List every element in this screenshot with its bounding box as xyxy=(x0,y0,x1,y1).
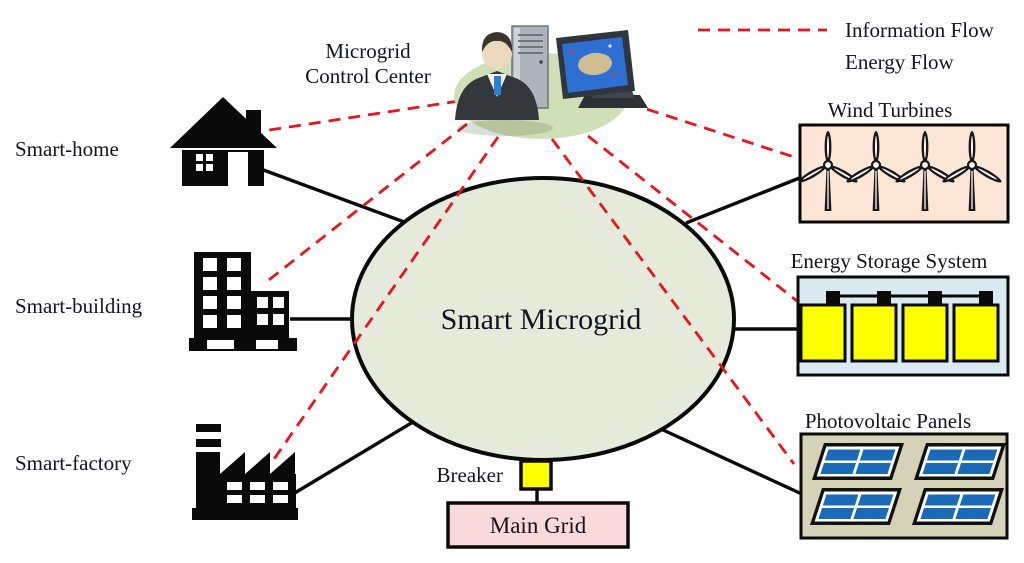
photovoltaic-label: Photovoltaic Panels xyxy=(805,409,971,433)
solar-panel-icon xyxy=(913,443,1006,480)
battery-terminal xyxy=(877,291,891,306)
smart-building-label: Smart-building xyxy=(15,294,143,318)
battery-terminal xyxy=(826,291,840,306)
smart-home-icon xyxy=(170,97,277,186)
control-center-label-line2: Control Center xyxy=(305,64,430,88)
energy-edge-factory-to-microgrid xyxy=(292,414,424,496)
main-grid-label: Main Grid xyxy=(490,513,587,538)
battery-icon xyxy=(952,303,1000,363)
control-center-label-line1: Microgrid xyxy=(325,39,411,63)
energy-edge-wind-to-microgrid xyxy=(685,175,803,225)
battery-icon xyxy=(901,303,949,363)
main-grid-box xyxy=(446,501,630,549)
information-flow-edges xyxy=(262,99,798,465)
legend-information-flow-label: Information Flow xyxy=(845,18,995,42)
smart-building-icon xyxy=(189,252,297,351)
monitor-icon xyxy=(556,30,648,108)
battery-icon xyxy=(799,303,847,363)
solar-panels xyxy=(809,443,1006,525)
solar-panel-icon xyxy=(911,488,1004,525)
energy-edge-pv-to-microgrid xyxy=(647,421,805,497)
breaker-icon xyxy=(519,459,553,491)
smart-microgrid-label: Smart Microgrid xyxy=(441,303,642,336)
energy-flow-edges xyxy=(257,166,805,505)
photovoltaic-box xyxy=(799,432,1009,540)
battery-terminal xyxy=(928,291,942,306)
control-shadow xyxy=(457,120,553,136)
solar-panel-icon xyxy=(809,488,902,525)
wind-turbines-label: Wind Turbines xyxy=(828,98,953,122)
microgrid-control-center-icon xyxy=(454,25,648,139)
info-edge-control-to-storage xyxy=(587,134,798,303)
solar-panel-icon xyxy=(811,443,904,480)
energy-edge-home-to-microgrid xyxy=(257,166,408,225)
smart-home-label: Smart-home xyxy=(15,137,119,161)
info-edge-control-to-wind xyxy=(627,101,798,160)
wind-turbines-box xyxy=(795,123,1010,224)
battery-icon xyxy=(850,303,898,363)
info-edge-control-to-building xyxy=(264,122,468,285)
energy-storage-box xyxy=(796,275,1010,377)
battery-terminal xyxy=(979,291,993,306)
info-edge-control-to-home xyxy=(262,99,460,133)
smart-factory-label: Smart-factory xyxy=(15,451,132,475)
info-edge-control-to-pv xyxy=(550,138,796,465)
energy-storage-label: Energy Storage System xyxy=(791,249,988,273)
operator-person-icon xyxy=(455,32,539,120)
legend: Information Flow Energy Flow xyxy=(698,18,995,74)
legend-energy-flow-label: Energy Flow xyxy=(845,50,955,74)
info-edge-control-to-factory xyxy=(270,136,500,463)
smart-factory-icon xyxy=(192,424,298,520)
battery-cells xyxy=(799,303,1000,363)
breaker-label: Breaker xyxy=(437,463,503,487)
